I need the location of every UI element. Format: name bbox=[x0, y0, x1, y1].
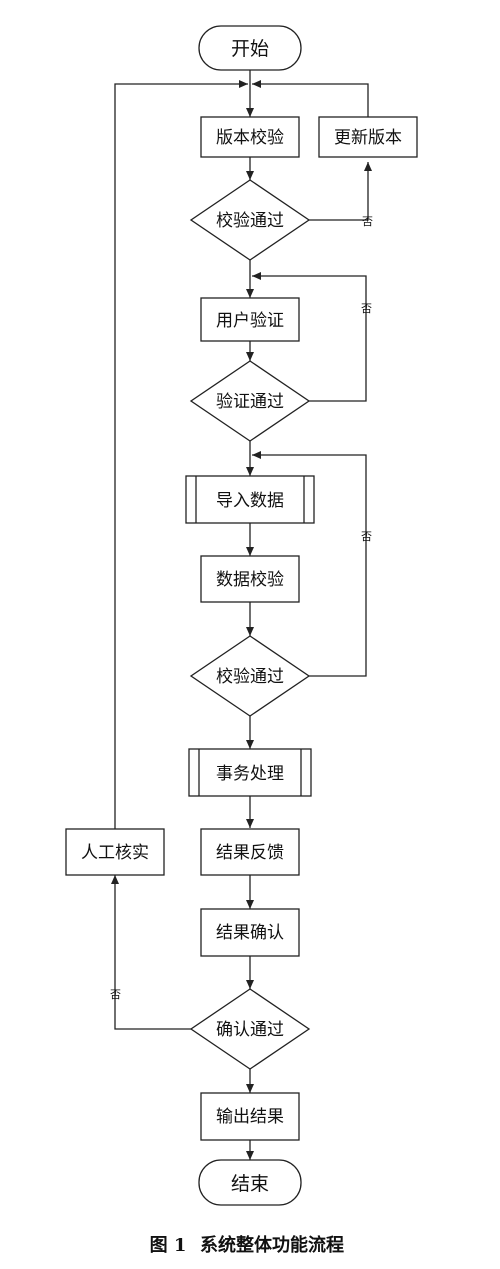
node-output-shape bbox=[200, 1092, 300, 1141]
node-transaction-label: 事务处理 bbox=[216, 764, 284, 784]
node-start-label: 开始 bbox=[231, 38, 269, 60]
node-version-pass-label: 校验通过 bbox=[216, 211, 284, 231]
node-update-version-shape bbox=[318, 116, 418, 158]
node-confirm-pass-label: 确认通过 bbox=[216, 1020, 284, 1040]
node-verify-pass-shape bbox=[189, 360, 311, 442]
node-data-check-label: 数据校验 bbox=[216, 570, 284, 590]
node-confirm-pass-shape bbox=[189, 988, 311, 1070]
node-start-shape bbox=[198, 25, 302, 71]
node-update-version-label: 更新版本 bbox=[334, 128, 402, 148]
node-version-check-shape bbox=[200, 116, 300, 158]
node-end-shape bbox=[198, 1159, 302, 1206]
node-end-label: 结束 bbox=[231, 1173, 269, 1195]
node-version-pass-shape bbox=[189, 179, 311, 261]
edge-verify-fail-loop bbox=[252, 272, 367, 402]
node-feedback-shape bbox=[200, 828, 300, 876]
node-data-pass-label: 校验通过 bbox=[216, 667, 284, 687]
node-manual-check-shape bbox=[65, 828, 165, 876]
figure-title: 系统整体功能流程 bbox=[200, 1234, 344, 1256]
node-import-data-label: 导入数据 bbox=[216, 491, 284, 511]
edge-manual-check-to-version-check bbox=[114, 80, 248, 829]
node-confirm-label: 结果确认 bbox=[216, 923, 284, 943]
node-output-label: 输出结果 bbox=[216, 1107, 284, 1127]
node-verify-pass-label: 验证通过 bbox=[216, 392, 284, 412]
node-user-verify-label: 用户验证 bbox=[216, 311, 284, 331]
node-user-verify-shape bbox=[200, 297, 300, 342]
node-data-check-shape bbox=[200, 555, 300, 603]
node-transaction-shape bbox=[188, 748, 312, 797]
edge-label-no-confirm: 否 bbox=[110, 988, 121, 1001]
node-data-pass-shape bbox=[189, 635, 311, 717]
edge-label-no-verify: 否 bbox=[361, 302, 372, 315]
figure-number: 图 1 bbox=[150, 1235, 187, 1256]
edge-confirm-fail-to-manual bbox=[111, 875, 191, 1030]
node-confirm-shape bbox=[200, 908, 300, 957]
node-feedback-label: 结果反馈 bbox=[216, 843, 284, 863]
node-import-data-shape bbox=[185, 475, 315, 524]
edge-data-fail-loop bbox=[252, 451, 367, 677]
node-version-check-label: 版本校验 bbox=[216, 128, 284, 148]
edge-label-no-data: 否 bbox=[361, 530, 372, 543]
node-manual-check-label: 人工核实 bbox=[81, 843, 149, 863]
edge-update-to-version-check bbox=[252, 80, 369, 117]
edge-label-no-version: 否 bbox=[362, 215, 373, 228]
edge-version-fail-to-update bbox=[309, 162, 372, 221]
